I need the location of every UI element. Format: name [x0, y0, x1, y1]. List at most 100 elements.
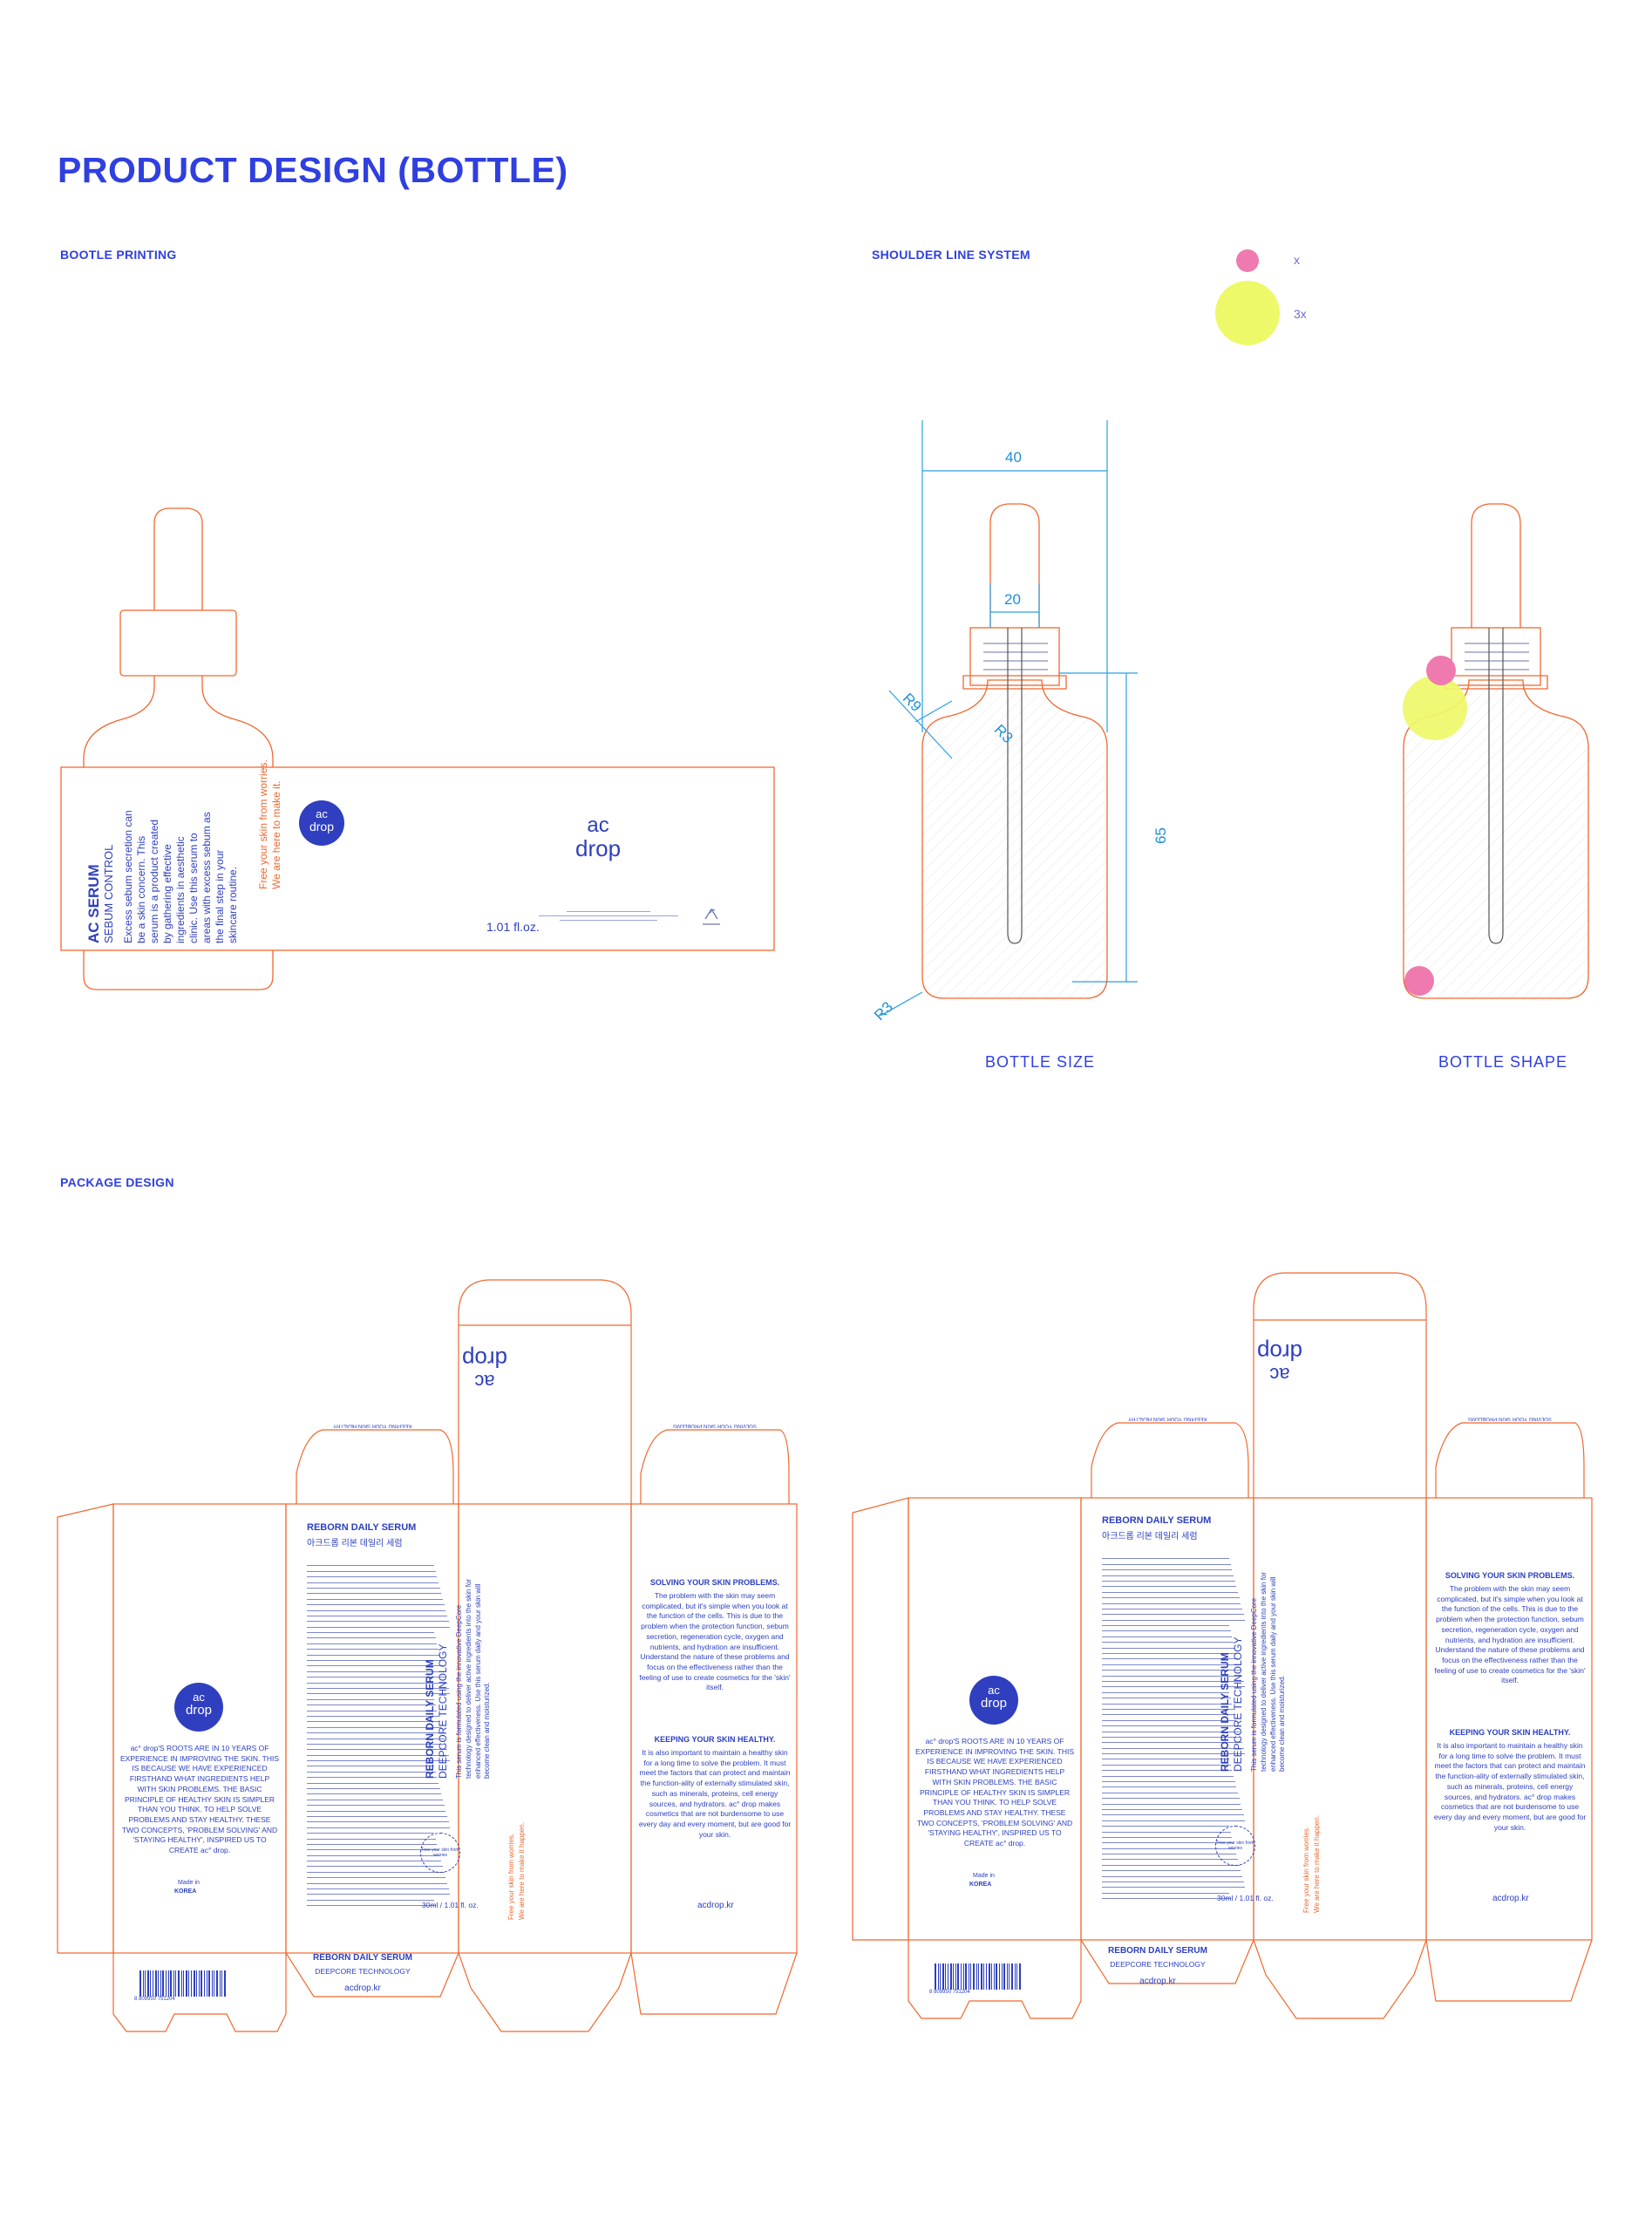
text-line — [1102, 1803, 1241, 1805]
barcode-bar — [154, 1970, 157, 1997]
text-line — [1102, 1714, 1235, 1716]
label-volume: 1.01 fl.oz. — [486, 920, 540, 934]
barcode-bar — [185, 1970, 187, 1997]
dim-height: 65 — [1152, 827, 1169, 844]
text-line — [1102, 1826, 1230, 1827]
barcode-bar — [991, 1963, 993, 1990]
text-line — [307, 1838, 436, 1840]
barcode-bar — [146, 1970, 149, 1997]
legend-dot-large — [1215, 281, 1280, 345]
pkg-flap-left: KEEPING YOUR SKIN HEALTHY — [1128, 1416, 1207, 1421]
text-line — [1102, 1736, 1241, 1738]
text-line — [1102, 1619, 1246, 1621]
text-line — [307, 1604, 445, 1606]
text-line — [1102, 1719, 1237, 1721]
pkg-volume: 30ml / 1.01 fl. oz. — [422, 1901, 479, 1909]
pkg-front-product: REBORN DAILY SERUM — [424, 1659, 436, 1779]
barcode: 8 809950 751204 — [929, 1963, 1021, 1995]
label-tagline-line: Free your skin from worries. — [257, 759, 269, 889]
text-line — [307, 1871, 445, 1873]
pkg-product-title: REBORN DAILY SERUM — [1102, 1515, 1212, 1526]
dropper-bulb — [153, 507, 203, 610]
barcode-bar — [996, 1963, 998, 1990]
text-line — [307, 1754, 449, 1756]
barcode-bar — [986, 1963, 987, 1990]
barcode-bar — [173, 1970, 174, 1997]
barcode-bar — [191, 1970, 192, 1997]
barcode-bar — [170, 1970, 173, 1997]
barcode-bar — [953, 1963, 955, 1990]
text-line — [307, 1821, 449, 1823]
label-subtitle: SEBUM CONTROL — [102, 844, 115, 943]
barcode-bar — [142, 1970, 144, 1997]
text-line — [1102, 1864, 1240, 1866]
barcode-bar — [219, 1970, 221, 1997]
text-line — [1102, 1859, 1239, 1861]
text-line — [307, 1899, 435, 1901]
dropper-bulb — [989, 503, 1040, 628]
barcode-bar — [1009, 1963, 1010, 1990]
label-body-line: serum is a product created — [148, 819, 160, 943]
barcode-bar — [1011, 1963, 1013, 1990]
pkg-keeping-title: KEEPING YOUR SKIN HEALTHY. — [1449, 1728, 1571, 1737]
text-line — [307, 1621, 449, 1623]
barcode-bar — [196, 1970, 198, 1997]
pkg-bottom-tech: DEEPCORE TECHNOLOGY — [1110, 1960, 1206, 1969]
barcode-bar — [208, 1970, 211, 1997]
text-line — [307, 1888, 449, 1890]
lid-drop: drop — [1256, 1339, 1303, 1365]
label-tagline-line: We are here to make it. — [270, 780, 282, 890]
barcode-bar — [983, 1963, 985, 1990]
text-line — [1102, 1580, 1235, 1582]
text-line — [307, 1643, 438, 1644]
pkg-flap-left: KEEPING YOUR SKIN HEALTHY — [333, 1423, 412, 1428]
pkg-korean-body — [307, 1561, 452, 1927]
text-line — [1102, 1703, 1233, 1705]
pkg-volume: 30ml / 1.01 fl. oz. — [1217, 1894, 1274, 1902]
pkg-keeping-body: It is also important to maintain a healt… — [638, 1748, 792, 1839]
label-body-line: skincare routine. — [227, 866, 239, 943]
bottle-cap — [119, 609, 237, 677]
pkg-keeping-title: KEEPING YOUR SKIN HEALTHY. — [654, 1735, 776, 1744]
barcode-bar — [961, 1963, 962, 1990]
barcode-digits: 8 809950 751204 — [134, 1997, 175, 2002]
label-body-line: Excess sebum secretion can — [122, 810, 134, 943]
barcode-bar — [193, 1970, 195, 1997]
text-line — [1102, 1814, 1244, 1816]
text-line — [307, 1827, 451, 1828]
barcode-bar — [139, 1970, 141, 1997]
text-line — [307, 1866, 444, 1868]
text-line — [307, 1576, 438, 1578]
legend-dot-small — [1236, 249, 1259, 272]
text-line — [1102, 1647, 1235, 1649]
barcode-bar — [223, 1970, 226, 1997]
text-line — [1102, 1747, 1244, 1749]
base-circle-x — [1404, 966, 1434, 996]
text-line — [307, 1805, 445, 1807]
barcode-bar — [150, 1970, 152, 1997]
barcode-bar — [957, 1963, 960, 1990]
label-wrap-outline — [60, 766, 775, 951]
barcode-bar — [221, 1970, 223, 1997]
barcode-bar — [942, 1963, 944, 1990]
barcode-bar — [945, 1963, 947, 1990]
barcode-bar — [162, 1970, 165, 1997]
barcode-bar — [937, 1963, 939, 1990]
text-line — [307, 1565, 435, 1567]
badge-ac: ac — [193, 1691, 205, 1704]
pkg-tagline-2: We are here to make it happen. — [518, 1822, 526, 1920]
pkg-keeping-body: It is also important to maintain a healt… — [1433, 1741, 1587, 1832]
section-label-shoulder-line: SHOULDER LINE SYSTEM — [872, 248, 1030, 262]
text-line — [307, 1609, 446, 1611]
text-line — [307, 1749, 448, 1751]
text-line — [1102, 1831, 1231, 1833]
text-line — [1102, 1842, 1234, 1844]
barcode-bar — [160, 1970, 161, 1997]
barcode-bar — [976, 1963, 977, 1990]
pkg-about: ac° drop'S ROOTS ARE IN 10 YEARS OF EXPE… — [915, 1737, 1074, 1848]
lid-drop: drop — [461, 1346, 508, 1372]
package-dielines — [57, 1272, 1593, 2032]
text-line — [307, 1671, 445, 1672]
